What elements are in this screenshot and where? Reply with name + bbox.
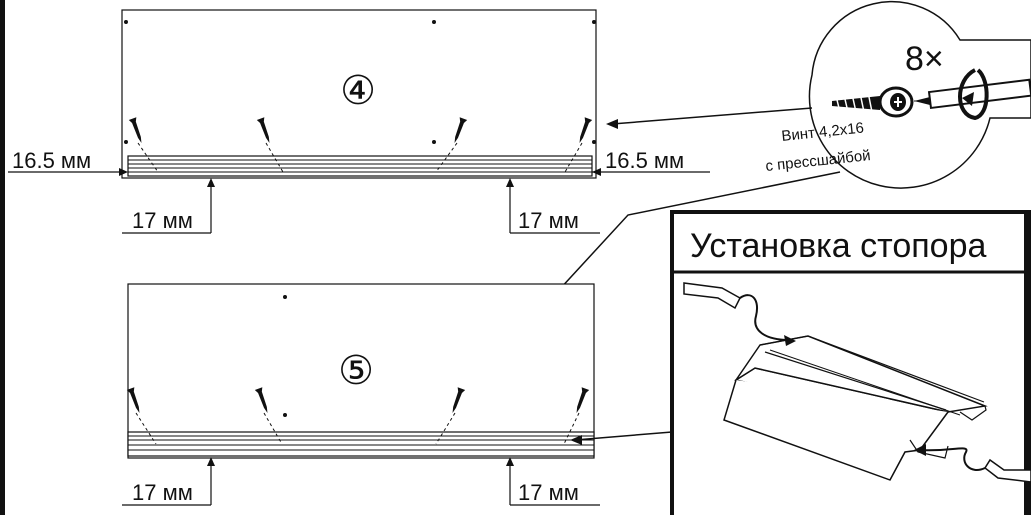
- stopper-install-inset: Установка стопора: [670, 210, 1031, 515]
- callout-bubble: [808, 0, 1031, 189]
- screw-quantity: 8×: [905, 40, 944, 78]
- step4-hole: [592, 140, 596, 144]
- step5-screw: [254, 387, 268, 414]
- step4-hole: [432, 20, 436, 24]
- screw-callout: 8× Винт 4,2х16 с прессшайбой: [606, 0, 1031, 189]
- dim-step5-bottom-left: 17 мм: [132, 480, 193, 505]
- step5-panel: ⑤ 17 мм 17 мм: [122, 283, 673, 506]
- step5-hole: [283, 295, 287, 299]
- step5-hole: [283, 413, 287, 417]
- step5-stopper-profile: [127, 431, 595, 457]
- step5-screw: [126, 387, 140, 414]
- step4-screw: [454, 117, 468, 144]
- arrow-head: [119, 168, 128, 176]
- dim-step4-bottom-right: 17 мм: [518, 208, 579, 233]
- step4-hole: [124, 20, 128, 24]
- inset-right-edge: [1024, 212, 1031, 515]
- step4-screw: [579, 117, 593, 144]
- inset-leader: [574, 431, 673, 441]
- step5-panel-board: [127, 283, 595, 459]
- step5-screw: [452, 387, 466, 414]
- step4-hole: [124, 140, 128, 144]
- step4-screw: [128, 117, 142, 144]
- step4-hole: [432, 140, 436, 144]
- step4-number: ④: [340, 69, 376, 113]
- rotation-arrow-icon: [958, 68, 989, 121]
- step4-panel: ④ 16.5 мм 16.5 мм: [8, 9, 710, 234]
- clip-piece-top: [683, 282, 796, 346]
- arrow-head: [592, 168, 601, 176]
- step4-panel-board: [121, 9, 597, 179]
- dim-left-side: 16.5 мм: [12, 148, 91, 173]
- step4-hole: [592, 20, 596, 24]
- screwdriver-icon: [914, 78, 1031, 110]
- stopper-3d-icon: [723, 335, 988, 481]
- step4-screw: [256, 117, 270, 144]
- inset-title: Установка стопора: [690, 227, 986, 265]
- page-left-border: [0, 0, 5, 515]
- screw-icon: [832, 86, 914, 118]
- step5-number: ⑤: [338, 349, 374, 393]
- step5-screw: [576, 387, 590, 414]
- callout-leader: [611, 107, 813, 125]
- dim-step4-bottom-left: 17 мм: [132, 208, 193, 233]
- dim-right-side: 16.5 мм: [605, 148, 684, 173]
- step4-stopper-profile: [127, 155, 593, 177]
- dim-step5-bottom-right: 17 мм: [518, 480, 579, 505]
- clip-piece-bottom: [914, 444, 1031, 483]
